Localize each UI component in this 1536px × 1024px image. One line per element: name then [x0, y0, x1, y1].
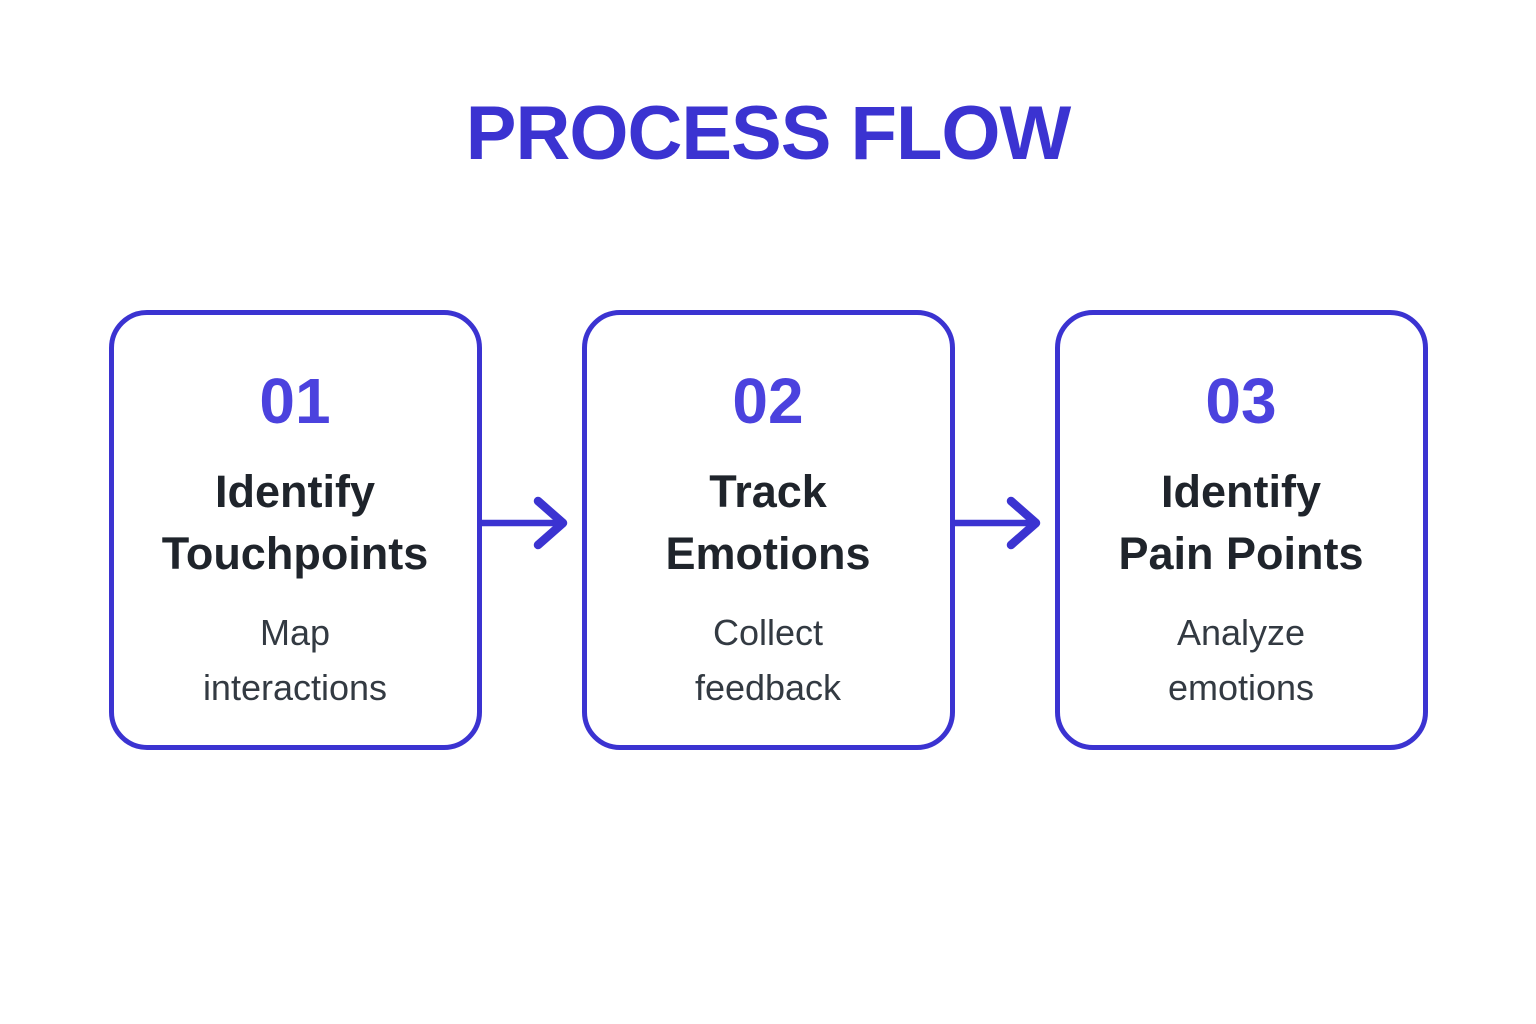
step-subtitle-line: Collect	[712, 612, 824, 653]
step-title-line: Touchpoints	[161, 528, 429, 579]
step-card-3: 03 Identify Pain Points Analyze emotions	[1054, 310, 1428, 750]
step-subtitle: Analyze emotions	[1168, 605, 1314, 715]
step-subtitle: Map interactions	[203, 605, 387, 715]
step-title: Identify Pain Points	[1118, 461, 1363, 585]
step-title-line: Identify	[1160, 466, 1321, 517]
step-number: 01	[259, 365, 331, 437]
step-card-2: 02 Track Emotions Collect feedback	[581, 310, 955, 750]
step-number: 02	[732, 365, 804, 437]
arrow-right-icon	[954, 496, 1040, 550]
step-subtitle-line: Analyze	[1176, 612, 1306, 653]
step-title-line: Track	[709, 466, 827, 517]
step-title: Identify Touchpoints	[162, 461, 429, 585]
step-subtitle-line: interactions	[202, 667, 388, 708]
process-flow-diagram: PROCESS FLOW 01 Identify Touchpoints Map…	[0, 96, 1536, 1024]
step-subtitle-line: feedback	[694, 667, 842, 708]
step-title-line: Emotions	[665, 528, 871, 579]
step-card-1: 01 Identify Touchpoints Map interactions	[108, 310, 482, 750]
flow-row: 01 Identify Touchpoints Map interactions…	[0, 310, 1536, 750]
step-title: Track Emotions	[665, 461, 870, 585]
page-title: PROCESS FLOW	[465, 91, 1071, 176]
step-subtitle: Collect feedback	[695, 605, 841, 715]
arrow-right-icon	[481, 496, 567, 550]
step-subtitle-line: emotions	[1167, 667, 1315, 708]
step-number: 03	[1205, 365, 1277, 437]
step-title-line: Identify	[214, 466, 375, 517]
step-title-line: Pain Points	[1118, 528, 1364, 579]
step-subtitle-line: Map	[259, 612, 330, 653]
